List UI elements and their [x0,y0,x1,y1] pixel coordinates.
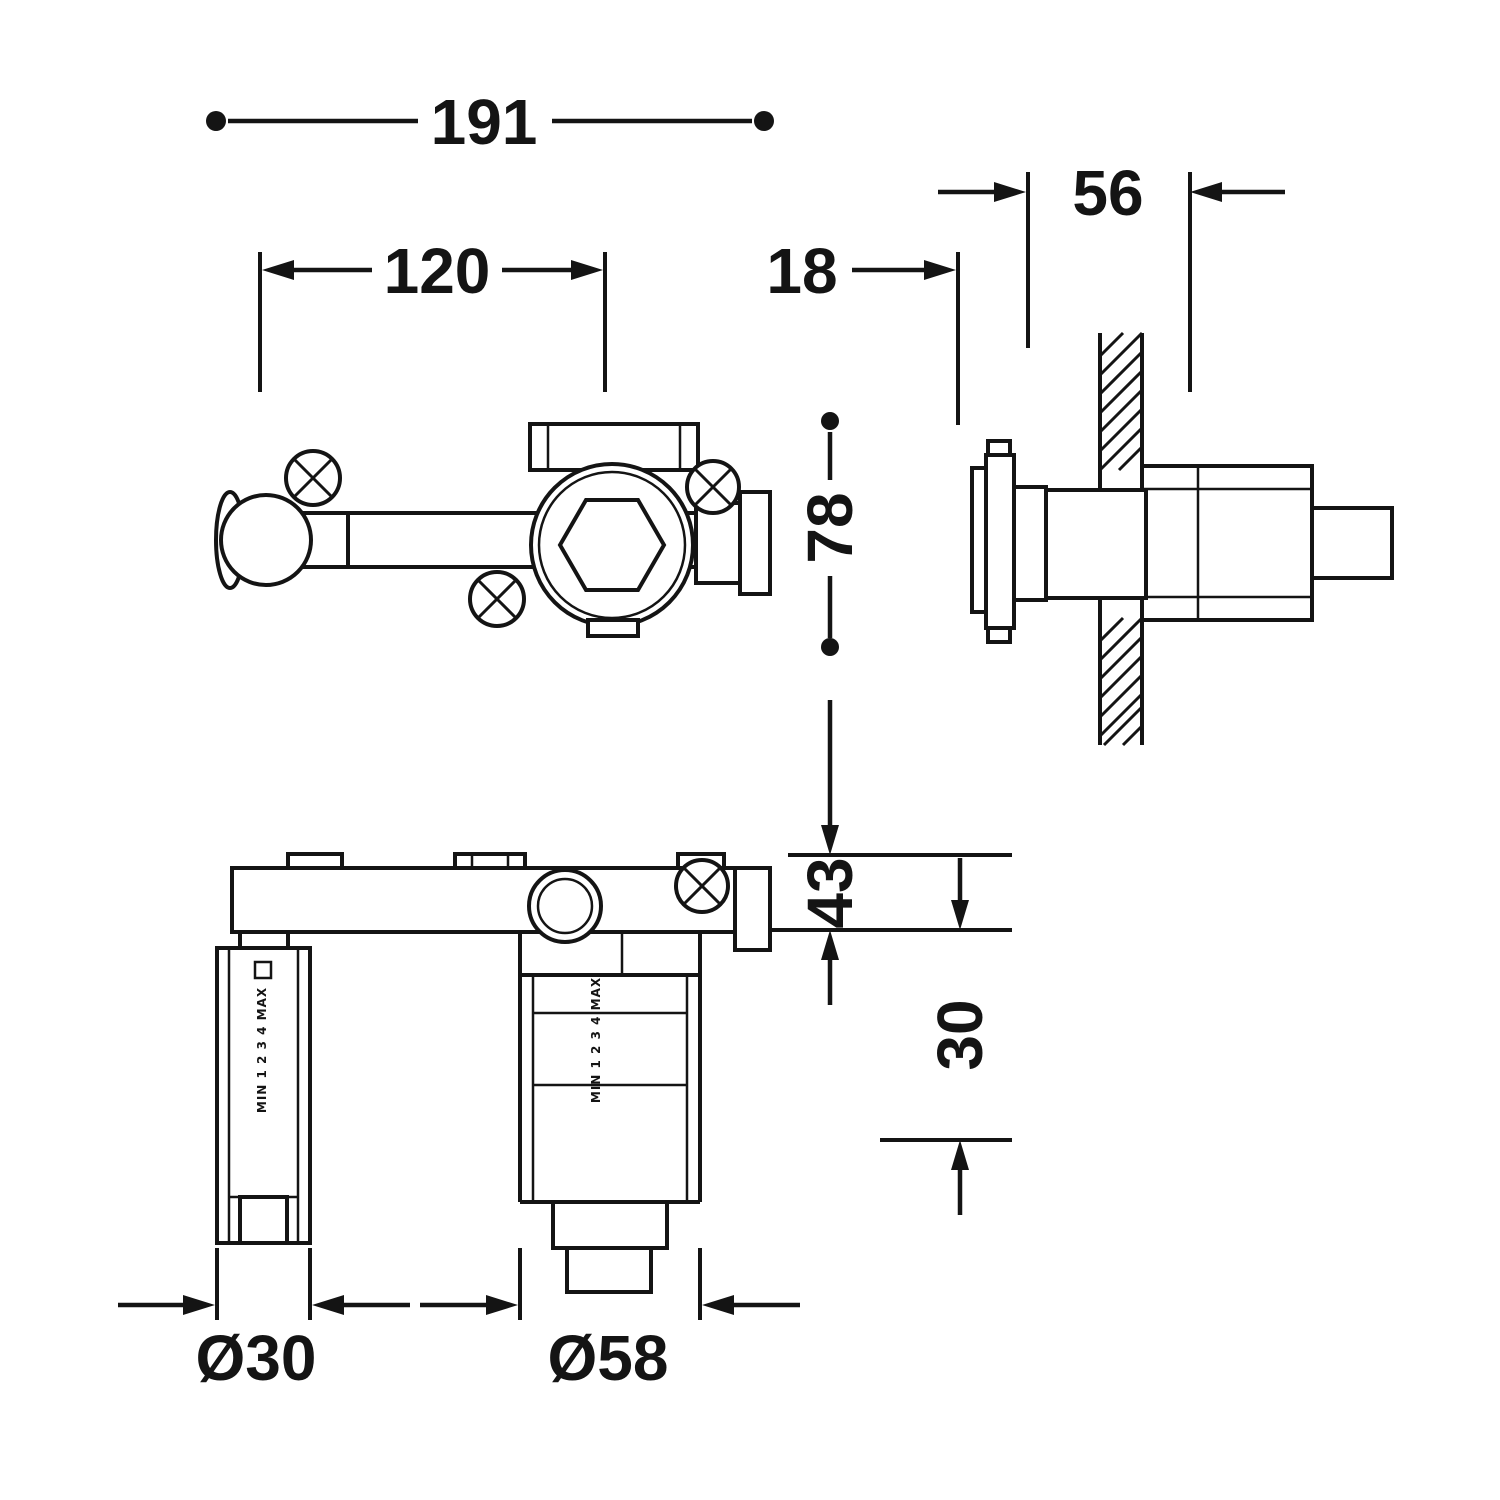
dim-label-18: 18 [766,235,837,307]
arrowhead [821,825,839,855]
dim-dot [754,111,774,131]
arrowhead [183,1295,215,1315]
dim-label-120: 120 [384,235,491,307]
dim-label-dia30: Ø30 [196,1322,317,1394]
screw-icon [284,449,342,507]
dimension-43: 43 [748,700,1012,1005]
arrowhead [994,182,1026,202]
bottom-tab [586,618,640,638]
cartridge-scale-label: MIN 1 2 3 4 MAX [589,977,603,1103]
large-cartridge-dia58: MIN 1 2 3 4 MAX [518,932,702,1294]
dim-label-56: 56 [1072,157,1143,229]
dimension-dia58: Ø58 [420,1248,800,1394]
small-cartridge-dia30: MIN 1 2 3 4 MAX [215,930,312,1245]
dimension-dia30: Ø30 [118,1248,410,1394]
cartridge-scale-label: MIN 1 2 3 4 MAX [255,987,269,1113]
valve-body-front [529,462,695,638]
screw-icon [685,459,741,515]
hex-nut [557,498,667,592]
arrowhead [486,1295,518,1315]
side-view-drawing [970,331,1394,747]
dim-label-30: 30 [924,999,996,1070]
arrowhead [951,900,969,930]
arrowhead [924,260,956,280]
dim-dot [206,111,226,131]
arrowhead [312,1295,344,1315]
dimension-30: 30 [880,858,1012,1215]
arrowhead [262,260,294,280]
dim-label-78: 78 [794,492,866,563]
inlet-port-circle [527,868,603,944]
arrowhead [821,930,839,960]
dim-dot [821,412,839,430]
dim-label-dia58: Ø58 [548,1322,669,1394]
dimension-78: 78 [794,412,866,656]
bottom-view-drawing: MIN 1 2 3 4 MAX MIN 1 2 3 4 MAX [215,852,772,1294]
dimension-120: 120 [258,235,607,392]
valve-end-cap [1310,506,1394,580]
front-view-drawing [214,422,772,638]
left-outlet-port [214,490,313,590]
right-bracket [694,490,772,596]
arrowhead [951,1140,969,1170]
dimension-191: 191 [206,86,774,158]
arrowhead [702,1295,734,1315]
dim-label-191: 191 [431,86,538,158]
arrowhead [571,260,603,280]
screw-icon [468,570,526,628]
arrowhead [1190,182,1222,202]
wall-hatch [1098,331,1144,747]
screw-icon [674,858,730,914]
dim-label-43: 43 [794,857,866,928]
dimension-18: 18 [766,235,960,425]
dim-dot [821,638,839,656]
dimension-56: 56 [938,157,1285,392]
valve-body-side [970,439,1394,644]
